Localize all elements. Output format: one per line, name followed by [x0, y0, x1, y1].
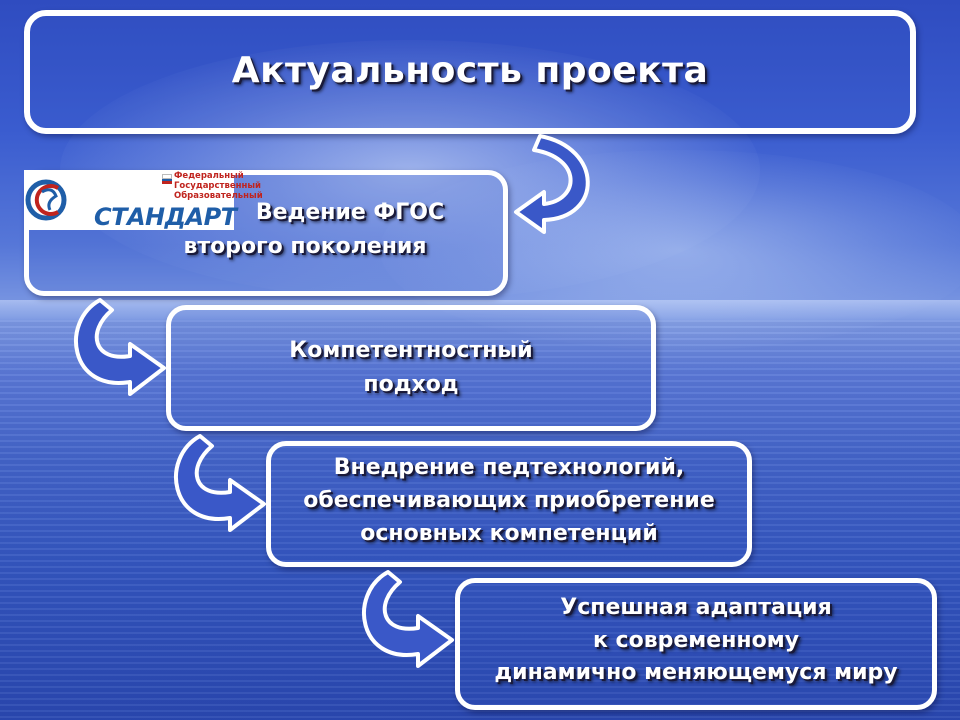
step-4-line-1: Успешная адаптация: [560, 595, 832, 620]
slide-title: Актуальность проекта: [231, 50, 709, 91]
fgos-standard-logo: Федеральный Государственный Образователь…: [24, 170, 263, 231]
step-1-line-2: второго поколения: [183, 234, 427, 259]
step-3-line-2: обеспечивающих приобретение: [303, 488, 715, 513]
step-3-line-3: основных компетенций: [360, 521, 658, 546]
step-2-line-2: подход: [363, 372, 459, 397]
curved-arrow-icon: [174, 434, 266, 532]
step-box-adaptation: [455, 578, 937, 710]
step-box-pedtech: [266, 441, 752, 567]
title-box: [24, 10, 916, 134]
curved-arrow-icon: [514, 134, 590, 234]
fgos-emblem-icon: [25, 179, 67, 221]
step-1-line-1: Ведение ФГОС: [255, 200, 445, 225]
logo-line-1: Федеральный: [174, 171, 244, 181]
curved-arrow-icon: [362, 570, 454, 668]
logo-line-3: Образовательный: [174, 191, 263, 201]
logo-line-2: Государственный: [174, 181, 262, 191]
step-4-line-3: динамично меняющемуся миру: [494, 660, 898, 685]
logo-wordmark: СТАНДАРТ: [94, 203, 237, 231]
russian-flag-icon: [162, 174, 172, 184]
step-box-competence: [166, 305, 656, 431]
curved-arrow-icon: [74, 298, 166, 396]
step-4-line-2: к современному: [592, 628, 800, 653]
step-2-line-1: Компетентностный: [289, 338, 533, 363]
step-3-line-1: Внедрение педтехнологий,: [333, 455, 685, 480]
